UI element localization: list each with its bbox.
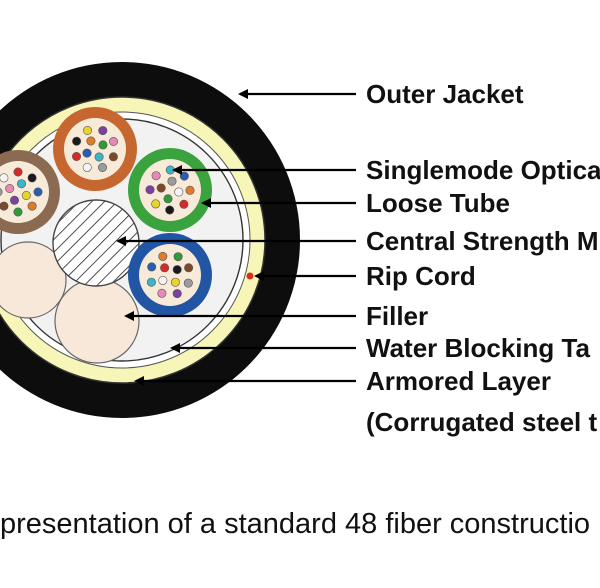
optical-fiber — [5, 184, 15, 194]
optical-fiber — [83, 126, 93, 136]
optical-fiber — [16, 179, 26, 189]
optical-fiber — [33, 187, 43, 197]
optical-fiber — [21, 191, 31, 201]
label-corrugated: (Corrugated steel t — [366, 407, 597, 437]
rip-cord — [246, 272, 254, 280]
fiber-bundle — [72, 126, 119, 173]
loose-tube-brown — [0, 150, 60, 234]
optical-fiber — [0, 187, 3, 197]
optical-fiber — [151, 171, 161, 181]
optical-fiber — [13, 207, 23, 217]
optical-fiber — [167, 176, 177, 186]
optical-fiber — [10, 195, 19, 205]
optical-fiber — [156, 183, 166, 193]
leader-lines — [116, 89, 356, 386]
optical-fiber — [72, 136, 82, 146]
fiber-bundle — [145, 165, 195, 215]
optical-fiber — [158, 251, 168, 261]
label-water-blocking: Water Blocking Ta — [366, 333, 590, 363]
caption: presentation of a standard 48 fiber cons… — [0, 508, 590, 540]
filler-bottom — [54, 278, 140, 364]
optical-fiber — [174, 187, 184, 197]
optical-fiber — [173, 252, 183, 262]
optical-fiber — [0, 173, 9, 183]
label-rip-cord: Rip Cord — [366, 261, 476, 291]
central-strength-member — [52, 199, 140, 287]
optical-fiber — [98, 163, 108, 173]
optical-fiber — [13, 167, 23, 177]
optical-fiber — [145, 185, 155, 195]
optical-fiber — [184, 263, 194, 273]
loose-tube-blue — [128, 233, 212, 317]
optical-fiber — [98, 126, 108, 136]
loose-tube-green — [128, 148, 212, 232]
optical-fiber — [160, 263, 170, 273]
optical-fiber — [82, 162, 92, 172]
label-outer-jacket: Outer Jacket — [366, 79, 524, 109]
filler-left — [0, 241, 67, 319]
optical-fiber — [146, 277, 156, 287]
optical-fiber — [0, 201, 9, 211]
optical-fiber — [72, 152, 82, 162]
optical-fiber — [86, 136, 96, 146]
optical-fiber — [94, 152, 104, 162]
loose-tube-orange — [53, 107, 137, 191]
optical-fiber — [157, 288, 167, 298]
optical-fiber — [172, 289, 182, 299]
optical-fiber — [109, 137, 119, 147]
label-loose-tube: Loose Tube — [366, 188, 510, 218]
optical-fiber — [27, 201, 37, 211]
optical-fiber — [172, 265, 182, 275]
optical-fiber — [179, 199, 189, 209]
fiber-bundle — [0, 167, 43, 217]
fiber-bundle — [146, 251, 194, 299]
optical-fiber — [27, 173, 37, 183]
optical-fiber — [108, 152, 118, 162]
optical-fiber — [179, 171, 189, 181]
optical-fiber — [151, 199, 161, 209]
optical-fiber — [163, 194, 173, 204]
optical-fiber — [183, 278, 193, 288]
optical-fiber — [98, 140, 108, 150]
label-filler: Filler — [366, 301, 428, 331]
optical-fiber — [82, 148, 92, 158]
optical-fiber — [158, 275, 168, 285]
label-armored-layer: Armored Layer — [366, 366, 551, 396]
optical-fiber — [170, 277, 180, 287]
label-central-strength: Central Strength M — [366, 226, 599, 256]
optical-fiber — [185, 185, 195, 195]
optical-fiber — [147, 262, 157, 272]
label-singlemode-optical: Singlemode Optica — [366, 155, 600, 185]
optical-fiber — [165, 205, 175, 215]
